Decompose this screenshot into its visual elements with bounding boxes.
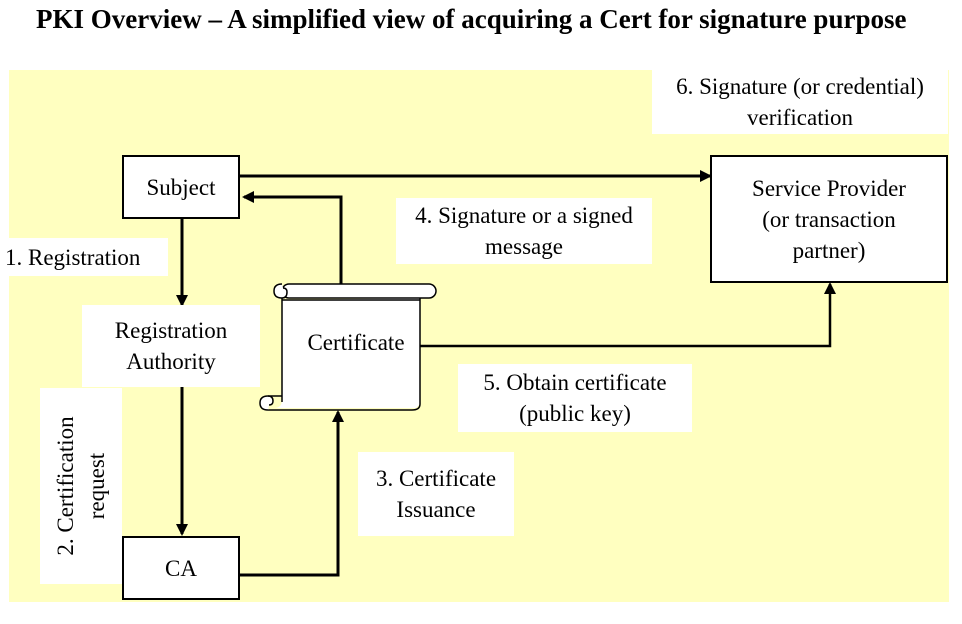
registration-authority-box: Registration Authority <box>82 305 260 387</box>
step-certificate-issuance-label: 3. Certificate Issuance <box>358 452 514 536</box>
step-verification-label: 6. Signature (or credential) verificatio… <box>652 70 948 134</box>
step-obtain-certificate-label: 5. Obtain certificate (public key) <box>458 364 692 432</box>
certificate-scroll-icon <box>259 283 437 411</box>
step-signed-message-label: 4. Signature or a signed message <box>396 198 652 264</box>
step-obtain-certificate-text: 5. Obtain certificate (public key) <box>483 370 667 426</box>
service-provider-box: Service Provider (or transaction partner… <box>710 155 948 283</box>
step-certification-request-label: 2. Certification request <box>40 388 122 584</box>
page-title: PKI Overview – A simplified view of acqu… <box>36 4 907 34</box>
registration-authority-label: Registration Authority <box>114 318 228 374</box>
subject-label: Subject <box>146 174 216 200</box>
step-verification-text: 6. Signature (or credential) verificatio… <box>676 74 924 130</box>
arrow-certificate-to-subject <box>242 191 343 285</box>
step-registration-label: 1. Registration <box>0 238 168 276</box>
subject-box: Subject <box>122 155 240 219</box>
step-certificate-issuance-text: 3. Certificate Issuance <box>375 466 497 522</box>
step-signed-message-text: 4. Signature or a signed message <box>415 203 633 259</box>
arrow-ca-to-certificate <box>240 410 344 577</box>
certificate-label: Certificate <box>307 330 405 355</box>
step-registration-text: 1. Registration <box>5 244 141 270</box>
service-provider-label: Service Provider (or transaction partner… <box>752 175 906 263</box>
step-certification-request-text: 2. Certification request <box>53 416 109 556</box>
ca-box: CA <box>122 536 240 600</box>
arrow-certificate-to-service-provider <box>416 282 836 348</box>
ca-label: CA <box>165 555 197 581</box>
